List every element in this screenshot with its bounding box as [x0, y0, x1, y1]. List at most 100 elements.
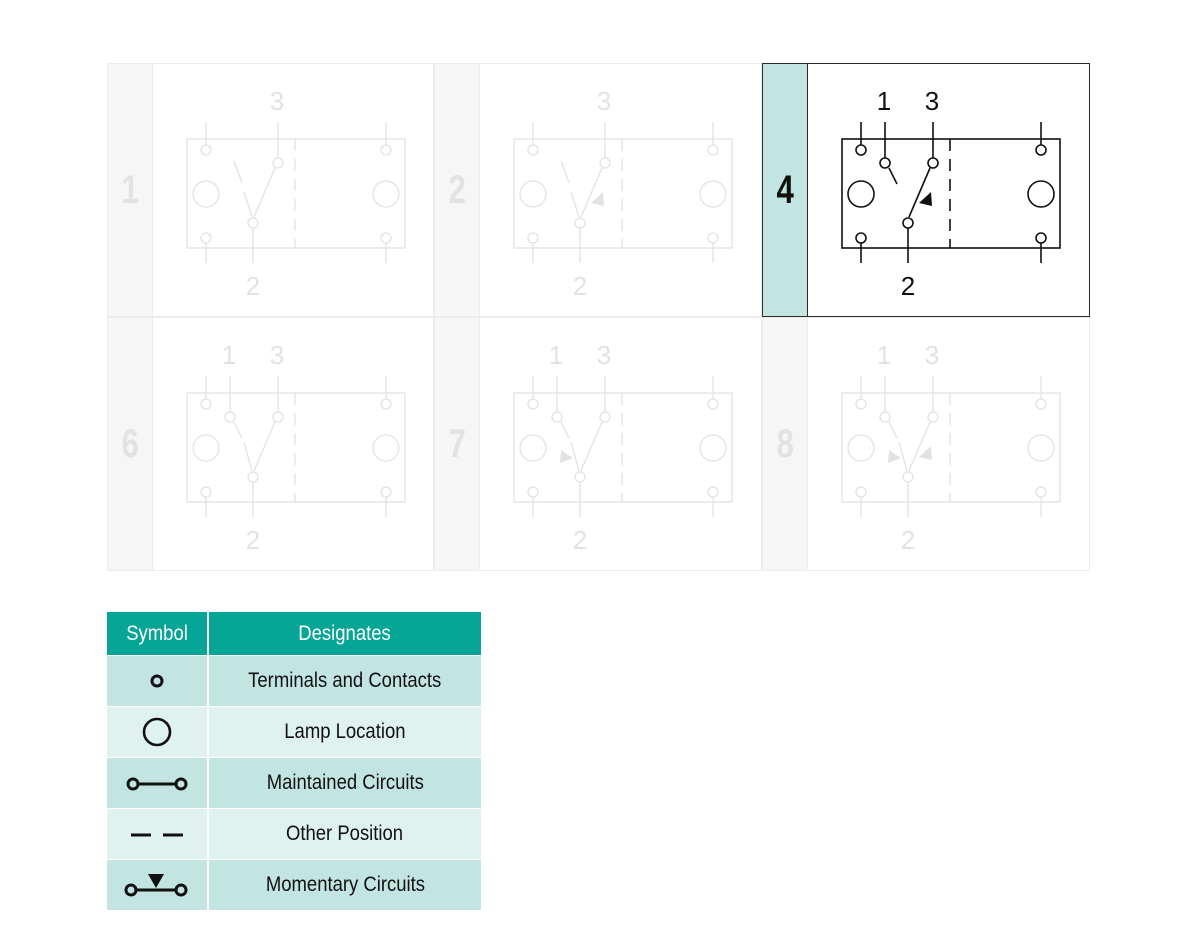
lamp-circle	[519, 180, 547, 208]
switch-housing	[186, 392, 406, 503]
terminal-contact	[527, 398, 539, 410]
circuit-number: 6	[121, 421, 139, 466]
switch-schematic: 1 3 2	[513, 340, 733, 555]
circuit-number-strip: 7	[435, 318, 480, 570]
switch-blade	[570, 191, 580, 218]
legend-label: Maintained Circuits	[208, 757, 481, 809]
legend-header-symbol: Symbol	[107, 612, 209, 656]
terminal-contact	[200, 398, 212, 410]
terminal-contact	[707, 232, 719, 244]
momentary-arrow	[919, 192, 932, 206]
dashed-line-icon	[107, 808, 209, 860]
legend-label: Other Position	[208, 808, 481, 860]
lamp-circle-icon	[107, 706, 209, 758]
terminal-number-label: 1	[877, 86, 891, 116]
contact-stub	[888, 167, 898, 185]
terminal-contact	[927, 157, 939, 169]
terminal-contact	[855, 398, 867, 410]
circuit-number-strip: 4	[763, 64, 808, 316]
legend-row: Other Position	[107, 808, 481, 860]
terminal-contact	[247, 471, 259, 483]
legend-row: Momentary Circuits	[107, 859, 481, 910]
terminal-contact	[200, 144, 212, 156]
circuit-number: 1	[121, 167, 139, 212]
terminal-contact	[855, 144, 867, 156]
symbol-legend-table: Symbol Designates Terminals and Contacts…	[107, 612, 481, 910]
terminal-contact	[927, 411, 939, 423]
momentary-arrow	[888, 450, 901, 463]
terminal-contact	[1035, 232, 1047, 244]
lamp-circle	[699, 434, 727, 462]
lamp-circle	[1027, 434, 1055, 462]
circuit-diagram: 1 3 2	[479, 318, 761, 570]
terminal-number-label: 2	[573, 271, 587, 301]
terminal-contact	[380, 144, 392, 156]
terminal-number-label: 3	[597, 340, 611, 370]
terminal-contact	[224, 411, 236, 423]
terminal-contact	[902, 217, 914, 229]
terminal-number-label: 1	[549, 340, 563, 370]
contact-stub	[888, 421, 898, 439]
switch-blade	[908, 167, 931, 218]
contact-stub	[560, 160, 570, 184]
switch-blade	[908, 421, 931, 472]
lamp-circle	[1027, 180, 1055, 208]
switch-blade	[580, 421, 603, 472]
lamp-circle	[699, 180, 727, 208]
lamp-circle	[372, 434, 400, 462]
terminal-contact	[1035, 398, 1047, 410]
terminal-contact	[707, 486, 719, 498]
lamp-circle	[847, 434, 875, 462]
terminal-number-label: 1	[222, 340, 236, 370]
terminal-contact	[272, 411, 284, 423]
terminal-contact-icon	[107, 655, 209, 707]
switch-schematic: 32	[513, 86, 733, 301]
legend-row: Maintained Circuits	[107, 757, 481, 809]
legend-row: Terminals and Contacts	[107, 655, 481, 707]
switch-blade	[580, 167, 603, 218]
terminal-contact	[380, 398, 392, 410]
circuit-number-strip: 8	[763, 318, 808, 570]
terminal-contact	[574, 217, 586, 229]
terminal-contact	[200, 486, 212, 498]
circuit-cell-7[interactable]: 7 1 3 2	[434, 317, 762, 571]
legend-label: Lamp Location	[208, 706, 481, 758]
terminal-contact	[599, 411, 611, 423]
circuit-number-strip: 2	[435, 64, 480, 316]
switch-housing	[841, 392, 1061, 503]
legend-label: Momentary Circuits	[208, 859, 481, 910]
terminal-contact	[902, 471, 914, 483]
momentary-arrow	[591, 192, 604, 206]
lamp-circle	[192, 434, 220, 462]
terminal-contact	[272, 157, 284, 169]
terminal-number-label: 2	[573, 525, 587, 555]
terminal-number-label: 3	[270, 86, 284, 116]
switch-housing	[513, 392, 733, 503]
switch-blade	[898, 441, 908, 472]
terminal-number-label: 3	[270, 340, 284, 370]
switch-blade	[243, 191, 253, 218]
circuit-number: 7	[448, 421, 466, 466]
terminal-contact	[380, 486, 392, 498]
terminal-number-label: 2	[901, 271, 915, 301]
terminal-contact	[855, 232, 867, 244]
lamp-circle	[847, 180, 875, 208]
lamp-circle	[192, 180, 220, 208]
terminal-number-label: 2	[901, 525, 915, 555]
terminal-contact	[879, 411, 891, 423]
momentary-arrow	[560, 450, 573, 463]
terminal-number-label: 3	[597, 86, 611, 116]
switch-blade	[253, 421, 276, 472]
switch-housing	[513, 138, 733, 249]
